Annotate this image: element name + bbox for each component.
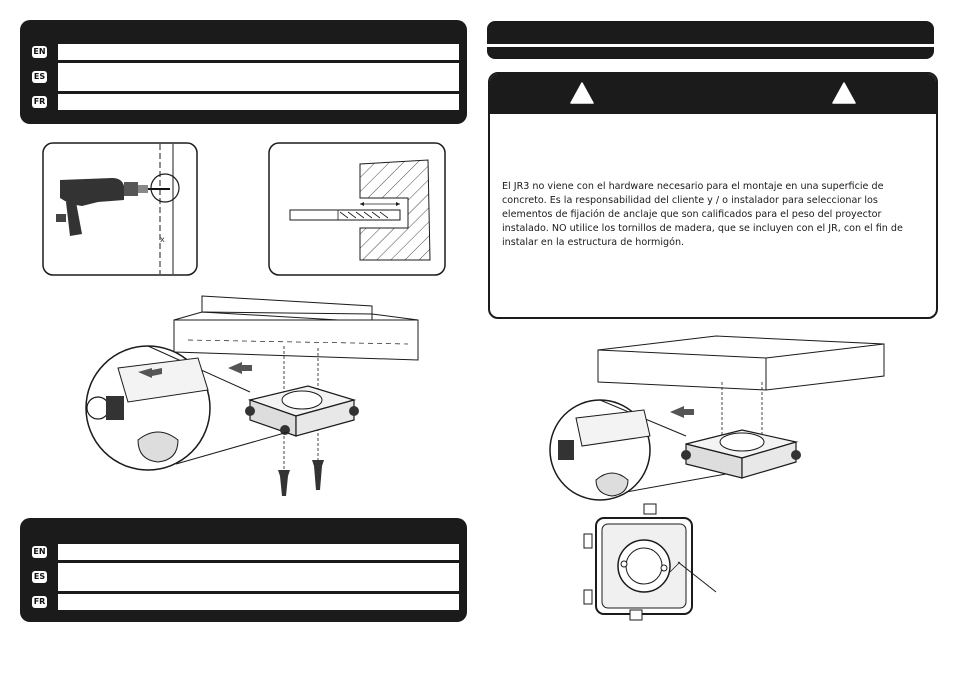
- lang-badge-es: ES: [32, 571, 47, 583]
- lang-row-es: [58, 563, 459, 591]
- drill-illustration: x: [42, 142, 198, 276]
- lang-row-en: [58, 544, 459, 560]
- lang-badge-fr: FR: [32, 596, 47, 608]
- warning-text: El JR3 no viene con el hardware necesari…: [502, 181, 903, 248]
- header-bar-line: [487, 44, 934, 47]
- lang-badge-en: EN: [32, 546, 47, 558]
- lang-badge-es: ES: [32, 71, 47, 83]
- warning-header: [490, 74, 936, 114]
- ceiling-mount-illustration-right: [549, 335, 885, 501]
- mount-top-view-illustration: [583, 503, 717, 621]
- warning-box: El JR3 no viene con el hardware necesari…: [488, 72, 938, 319]
- instruction-panel-top: EN ES FR: [20, 20, 467, 124]
- lang-badge-fr: FR: [32, 96, 47, 108]
- section-header-bar: [487, 21, 934, 59]
- lang-row-es: [58, 63, 459, 91]
- lang-row-fr: [58, 94, 459, 110]
- lang-row-fr: [58, 594, 459, 610]
- ceiling-mount-illustration-left: [85, 295, 419, 496]
- lang-row-en: [58, 44, 459, 60]
- warning-triangle-icon: [832, 82, 856, 104]
- lang-badge-en: EN: [32, 46, 47, 58]
- drill-depth-illustration: [268, 142, 446, 276]
- warning-triangle-icon: [570, 82, 594, 104]
- instruction-panel-bottom: EN ES FR: [20, 518, 467, 622]
- svg-text:x: x: [160, 235, 165, 244]
